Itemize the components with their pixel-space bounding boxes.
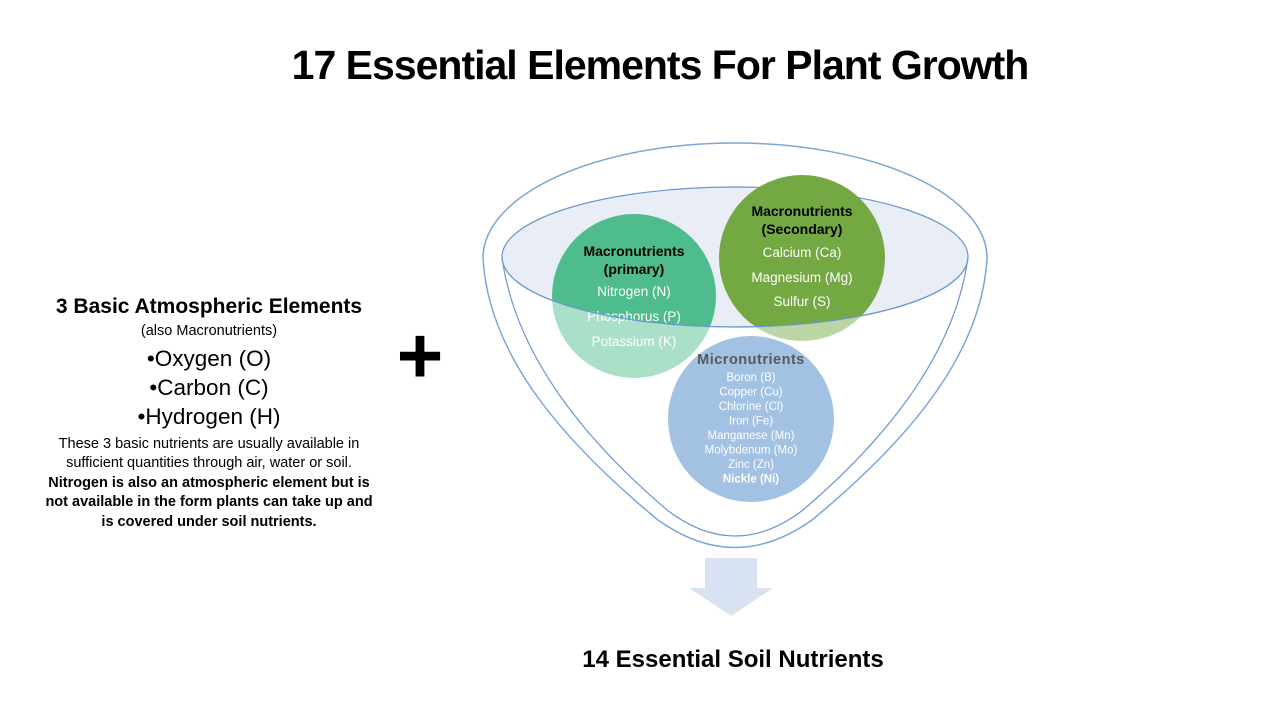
micro-item: Copper (Cu) (719, 387, 782, 399)
secondary-item: Calcium (Ca) (763, 245, 842, 260)
down-arrow-icon (689, 558, 773, 616)
secondary-title-line1: Macronutrients (751, 203, 852, 219)
primary-title-line1: Macronutrients (583, 243, 684, 259)
micro-item: Iron (Fe) (729, 416, 773, 428)
funnel-diagram: Macronutrients (primary) Nitrogen (N) Ph… (460, 130, 1010, 630)
circle-micronutrients (668, 336, 834, 502)
micro-item: Manganese (Mn) (708, 430, 795, 442)
micro-item: Zinc (Zn) (728, 459, 774, 471)
micro-item-nickel: Nickle (Ni) (723, 474, 779, 486)
primary-item: Nitrogen (N) (597, 284, 671, 299)
atmospheric-note: These 3 basic nutrients are usually avai… (40, 435, 378, 532)
secondary-item: Sulfur (S) (773, 294, 830, 309)
circle-macronutrients-secondary (719, 175, 885, 341)
secondary-title-line2: (Secondary) (762, 221, 843, 237)
bullet-oxygen: •Oxygen (O) (146, 346, 272, 371)
primary-title-line2: (primary) (604, 261, 665, 277)
soil-nutrients-label: 14 Essential Soil Nutrients (582, 646, 884, 673)
note-bold-text: Nitrogen is also an atmospheric element … (45, 474, 373, 530)
atmospheric-elements-panel: 3 Basic Atmospheric Elements (also Macro… (40, 294, 378, 532)
bullet-carbon: •Carbon (C) (149, 375, 269, 400)
page-title: 17 Essential Elements For Plant Growth (291, 42, 1030, 88)
micro-item: Molybdenum (Mo) (705, 445, 798, 457)
atmospheric-heading: 3 Basic Atmospheric Elements (55, 295, 363, 318)
note-regular-text: These 3 basic nutrients are usually avai… (58, 436, 360, 472)
funnel-outline (482, 142, 988, 549)
atmospheric-bullet-list: •Oxygen (O) •Carbon (C) •Hydrogen (H) (40, 344, 378, 431)
secondary-item: Magnesium (Mg) (751, 270, 852, 285)
micronutrients-title: Micronutrients (697, 352, 805, 368)
bullet-hydrogen: •Hydrogen (H) (137, 404, 281, 429)
atmospheric-subheading: (also Macronutrients) (140, 323, 278, 339)
plus-icon: + (396, 311, 444, 400)
micro-item: Boron (B) (726, 372, 775, 384)
micro-item: Chlorine (Cl) (719, 401, 784, 413)
